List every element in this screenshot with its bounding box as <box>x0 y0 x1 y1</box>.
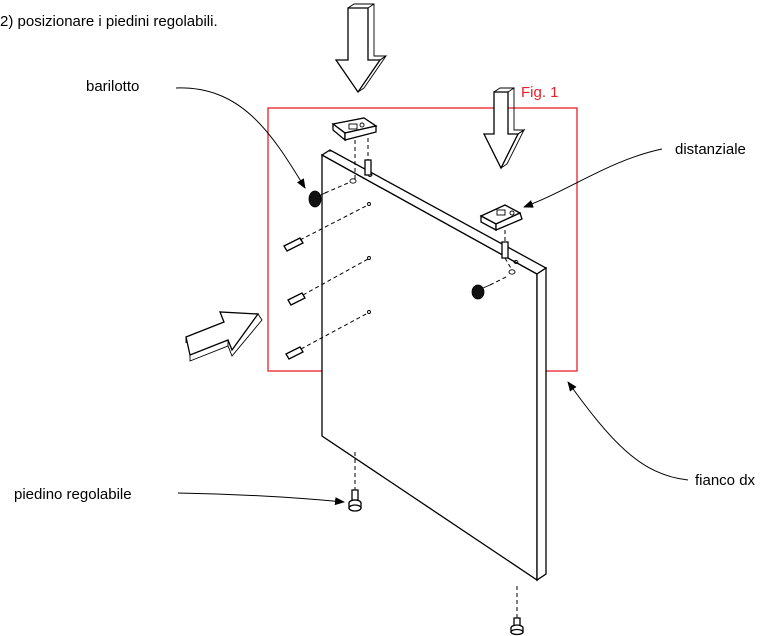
leader-piedino <box>177 492 345 506</box>
foot-right <box>510 586 524 636</box>
foot-left <box>348 452 362 512</box>
hole <box>513 260 519 264</box>
down-arrow-large <box>334 3 388 94</box>
hole <box>349 178 357 184</box>
instruction-text: 2) posizionare i piedini regolabili. <box>0 13 218 30</box>
cam-lock-left <box>308 182 349 208</box>
dowel-2 <box>287 256 371 306</box>
bracket-right <box>479 204 523 271</box>
down-arrow-small <box>482 87 526 170</box>
leader-distanziale <box>523 148 663 208</box>
hole <box>508 269 516 275</box>
fig-label: Fig. 1 <box>521 84 559 101</box>
label-barilotto: barilotto <box>86 78 139 95</box>
bracket-left <box>331 117 378 180</box>
label-fianco: fianco dx <box>695 472 756 489</box>
cam-lock-right <box>471 275 509 300</box>
leader-barilotto <box>175 87 306 189</box>
label-piedino: piedino regolabile <box>14 486 132 503</box>
side-arrow <box>185 311 263 362</box>
leader-fianco <box>567 381 689 481</box>
side-panel <box>320 149 548 582</box>
label-distanziale: distanziale <box>675 141 746 158</box>
dowel-1 <box>283 202 371 252</box>
dowel-3 <box>285 310 371 360</box>
